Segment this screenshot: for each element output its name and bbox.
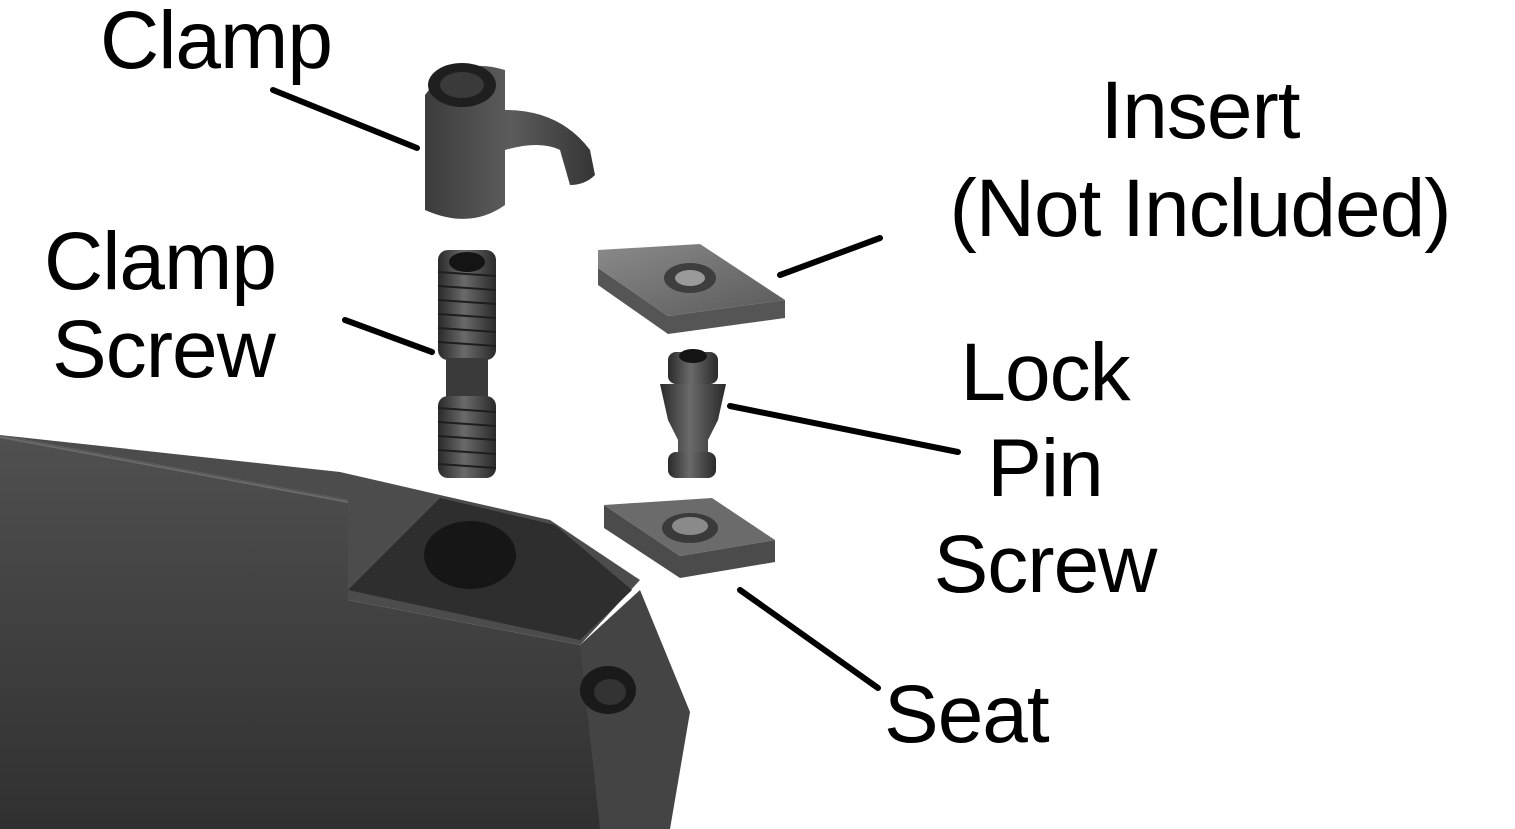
insert-side xyxy=(598,268,785,334)
lock-pin-screw-label-line1: Lock xyxy=(960,327,1130,418)
lock-pin-screw-label-line3: Screw xyxy=(933,519,1158,610)
seat-part xyxy=(604,498,775,578)
clamp-part xyxy=(425,63,595,219)
tool-holder-front-face xyxy=(580,590,690,829)
clamp-label: Clamp xyxy=(100,0,333,88)
seat-label-text: Seat xyxy=(884,669,1050,760)
insert-center-hole-inner xyxy=(675,270,705,286)
lock-pin-hole-inner xyxy=(594,679,626,705)
clamp-screw-hole xyxy=(424,521,516,589)
clamp-screw-part xyxy=(437,250,497,478)
tool-holder-side-face xyxy=(0,435,680,829)
clamp-thread-hole-inner xyxy=(440,72,484,98)
seat-center-hole-inner xyxy=(672,517,708,535)
insert-label: Insert (Not Included) xyxy=(890,64,1510,256)
seat-label: Seat xyxy=(884,668,1050,762)
lock-pin-head xyxy=(668,352,718,384)
seat-leader-line xyxy=(737,587,881,691)
insert-leader-line xyxy=(777,235,883,278)
insert-part xyxy=(598,244,785,334)
lock-pin-hex-socket xyxy=(679,349,707,363)
lock-pin-screw-label-line2: Pin xyxy=(987,423,1104,514)
insert-label-line1: Insert xyxy=(1100,65,1300,156)
lock-pin-screw-part xyxy=(660,349,726,478)
lock-pin-tip xyxy=(668,452,716,478)
clamp-screw-label: Clamp Screw xyxy=(44,215,277,397)
clamp-screw-label-line2: Screw xyxy=(52,304,276,395)
clamp-screw-leader-line xyxy=(342,317,435,355)
insert-label-line2: (Not Included) xyxy=(949,163,1451,254)
clamp-screw-threads xyxy=(437,271,497,469)
clamp-screw-label-line1: Clamp xyxy=(44,216,277,307)
lock-pin-body xyxy=(660,384,726,455)
leader-lines xyxy=(270,87,961,691)
lock-pin-screw-leader-line xyxy=(727,403,961,455)
clamp-screw-upper-thread xyxy=(438,250,496,360)
clamp-label-text: Clamp xyxy=(100,0,333,86)
seat-side xyxy=(604,505,775,578)
clamp-screw-neck xyxy=(446,358,488,398)
tool-holder xyxy=(0,435,690,829)
clamp-leader-line xyxy=(270,87,420,151)
tool-holder-edge-highlight xyxy=(0,436,349,503)
clamp-screw-hex-socket xyxy=(449,252,485,272)
lock-pin-screw-label: Lock Pin Screw xyxy=(895,326,1195,612)
